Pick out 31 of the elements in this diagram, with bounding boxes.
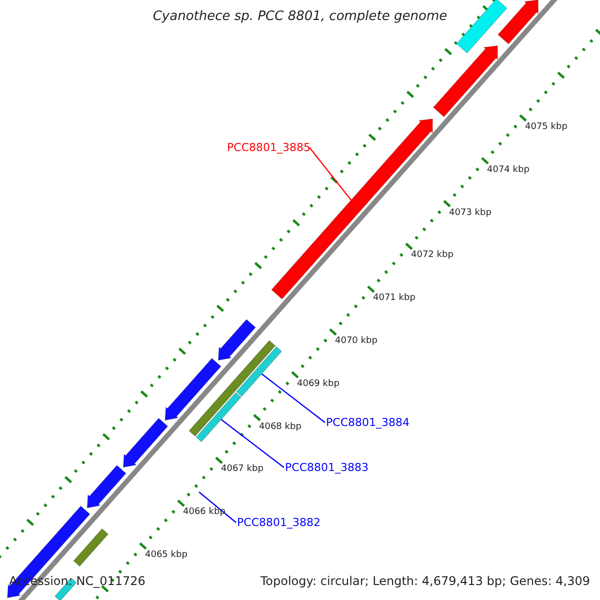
gene-feature [456,0,508,54]
gene-feature [86,464,126,508]
scale-label: 4066 kbp [183,507,226,518]
gene-label: PCC8801_3882 [237,516,320,529]
gene-feature [196,392,242,442]
gene-label: PCC8801_3883 [285,461,368,474]
gene-feature [498,0,538,44]
leader-line [309,147,360,212]
title: Cyanothece sp. PCC 8801, complete genome [152,9,448,24]
gene-feature [122,418,168,468]
scale-label: 4071 kbp [373,293,416,304]
gene-feature [164,358,222,421]
scale-label: 4074 kbp [487,164,530,175]
scale-label: 4065 kbp [145,550,188,560]
gene-feature [236,346,282,397]
scale-label: 4068 kbp [259,422,302,432]
gene-label: PCC8801_3884 [326,416,410,429]
scale-label: 4067 kbp [221,464,264,474]
gene-feature [432,45,498,118]
gene-feature [73,528,109,567]
leader-line [198,492,236,523]
scale-label: 4073 kbp [449,208,492,218]
scale-label: 4075 kbp [525,122,568,132]
gene-feature [218,319,256,361]
scale-label: 4070 kbp [335,336,378,346]
scale-label: 4069 kbp [297,378,340,389]
leader-line [261,373,326,423]
genome-summary-text: Topology: circular; Length: 4,679,413 bp; Genes: 4,309 [260,574,590,588]
leader-line [220,419,284,468]
gene-label: PCC8801_3885 [227,141,310,154]
scale-label: 4072 kbp [411,250,454,260]
